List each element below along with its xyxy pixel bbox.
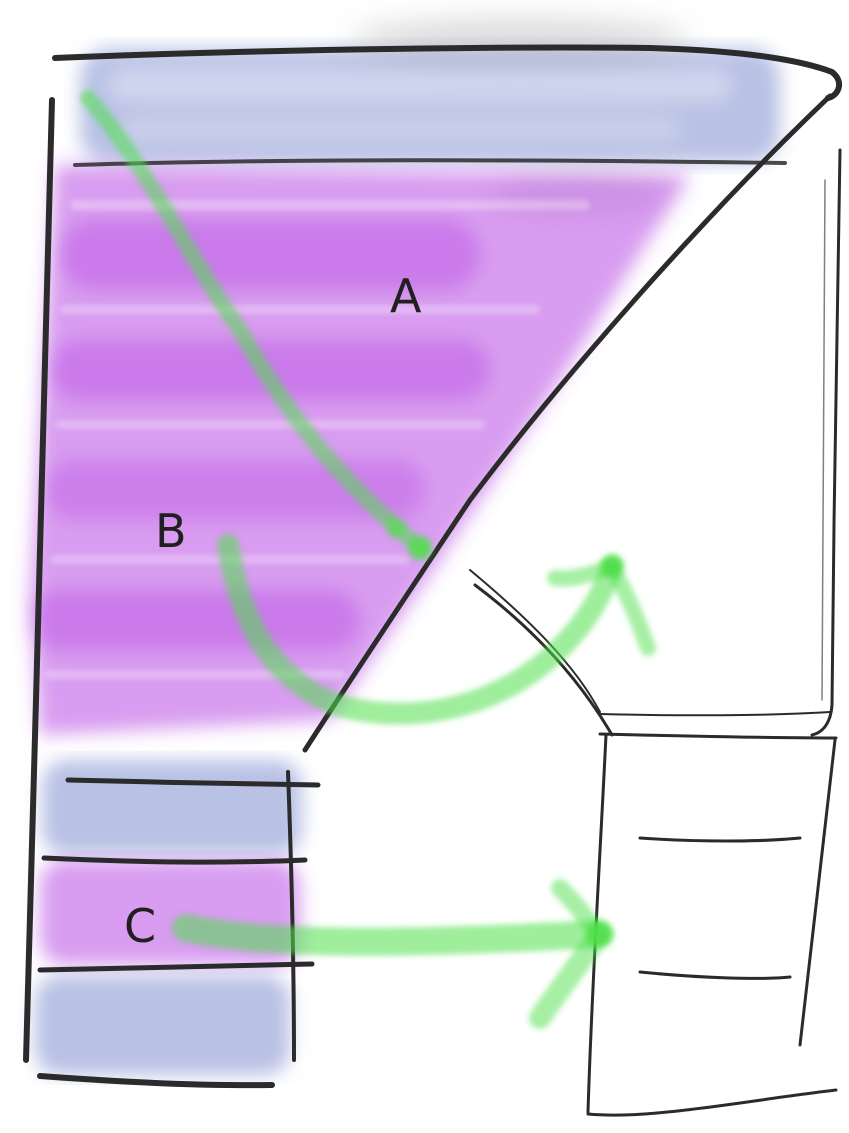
green-arrows bbox=[80, 90, 656, 1029]
top-blue-band bbox=[80, 48, 780, 163]
region-label-b: B bbox=[155, 504, 187, 558]
region-label-a: A bbox=[390, 269, 422, 323]
left-edge-line bbox=[23, 97, 55, 1063]
arrow-b-head-right bbox=[606, 562, 656, 656]
stack-blue-lower bbox=[35, 975, 290, 1075]
right-box-row-2 bbox=[638, 970, 792, 980]
arrow-a-endpoint bbox=[408, 536, 432, 560]
arrow-c-to-box bbox=[172, 914, 612, 956]
right-edge-line-inner bbox=[821, 179, 826, 701]
header-divider-line bbox=[73, 158, 787, 167]
right-edge-line bbox=[810, 148, 842, 737]
stack-divider-1 bbox=[65, 777, 321, 788]
arrow-a-to-diagonal bbox=[80, 90, 428, 556]
right-box-row-1 bbox=[638, 836, 802, 843]
ink-outline bbox=[23, 44, 843, 1117]
notch-horizontal bbox=[599, 711, 831, 717]
stack-divider-3 bbox=[37, 961, 315, 973]
right-box-right bbox=[798, 738, 837, 1047]
arrow-b-to-right bbox=[217, 534, 623, 725]
purple-streaks bbox=[45, 200, 590, 679]
diagonal-line bbox=[302, 93, 833, 753]
right-box-bottom bbox=[586, 1088, 838, 1117]
top-edge-line bbox=[52, 44, 843, 101]
arrow-b-head-left bbox=[547, 558, 620, 587]
purple-region-ab bbox=[30, 165, 690, 735]
region-label-c: C bbox=[124, 899, 157, 953]
right-box-top bbox=[598, 732, 838, 740]
notch-line-1 bbox=[469, 569, 601, 713]
stack-divider-2 bbox=[41, 855, 308, 865]
stack-bottom bbox=[37, 1073, 275, 1089]
arrow-c-head-lower bbox=[529, 925, 609, 1029]
stack-blue-upper bbox=[42, 760, 302, 855]
